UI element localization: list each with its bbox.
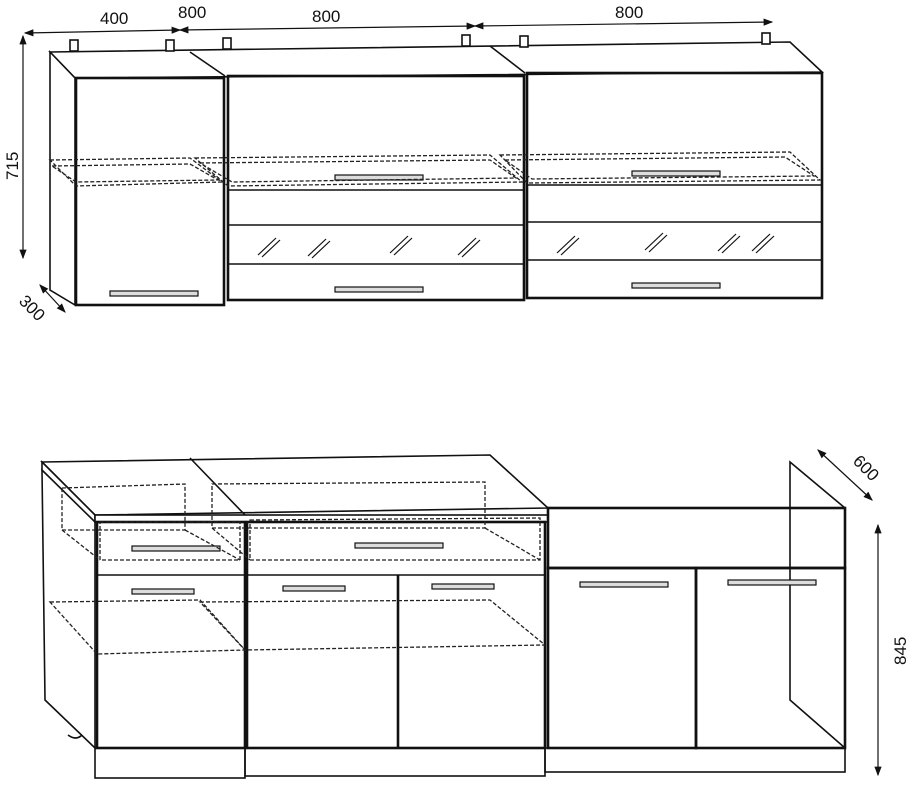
- handle: [727, 579, 817, 586]
- lower-cabinet-800: [245, 520, 547, 750]
- handle: [131, 588, 195, 595]
- sink-cabinet-side: [789, 460, 846, 750]
- handle: [431, 583, 495, 590]
- handle: [334, 286, 424, 293]
- dim-depth-600: 600: [849, 451, 882, 484]
- plinth: [94, 747, 246, 779]
- dim-height-845: 845: [891, 637, 910, 665]
- plinth: [544, 747, 846, 773]
- handle: [354, 542, 444, 549]
- sink-cabinet-left-door: [546, 566, 698, 750]
- handle: [109, 290, 199, 297]
- plinth: [244, 747, 546, 777]
- handle: [282, 585, 346, 592]
- glass-hatch: [257, 232, 775, 259]
- upper-cabinet-800-middle: [226, 74, 526, 302]
- lower-hidden-lines: [48, 481, 547, 655]
- dim-width-800-c: 800: [615, 3, 643, 22]
- dim-width-800-b: 800: [312, 7, 340, 26]
- lower-cabinet-400: [95, 520, 247, 750]
- leg-icon: [67, 734, 83, 739]
- hanging-bracket-icons: [69, 32, 771, 52]
- dim-depth-300: 300: [15, 291, 48, 324]
- dim-height-715: 715: [3, 152, 22, 180]
- handle: [579, 581, 669, 588]
- countertop: [40, 454, 551, 516]
- handle: [631, 282, 721, 289]
- upper-cabinet-400-door: [74, 76, 226, 307]
- lower-cabinets: [40, 454, 847, 779]
- handle: [631, 170, 721, 177]
- upper-cabinets: [48, 32, 825, 307]
- dim-width-800-a: 800: [178, 3, 206, 22]
- upper-shelves-hidden: [48, 151, 822, 187]
- dim-width-400: 400: [100, 9, 128, 28]
- handle: [131, 545, 221, 552]
